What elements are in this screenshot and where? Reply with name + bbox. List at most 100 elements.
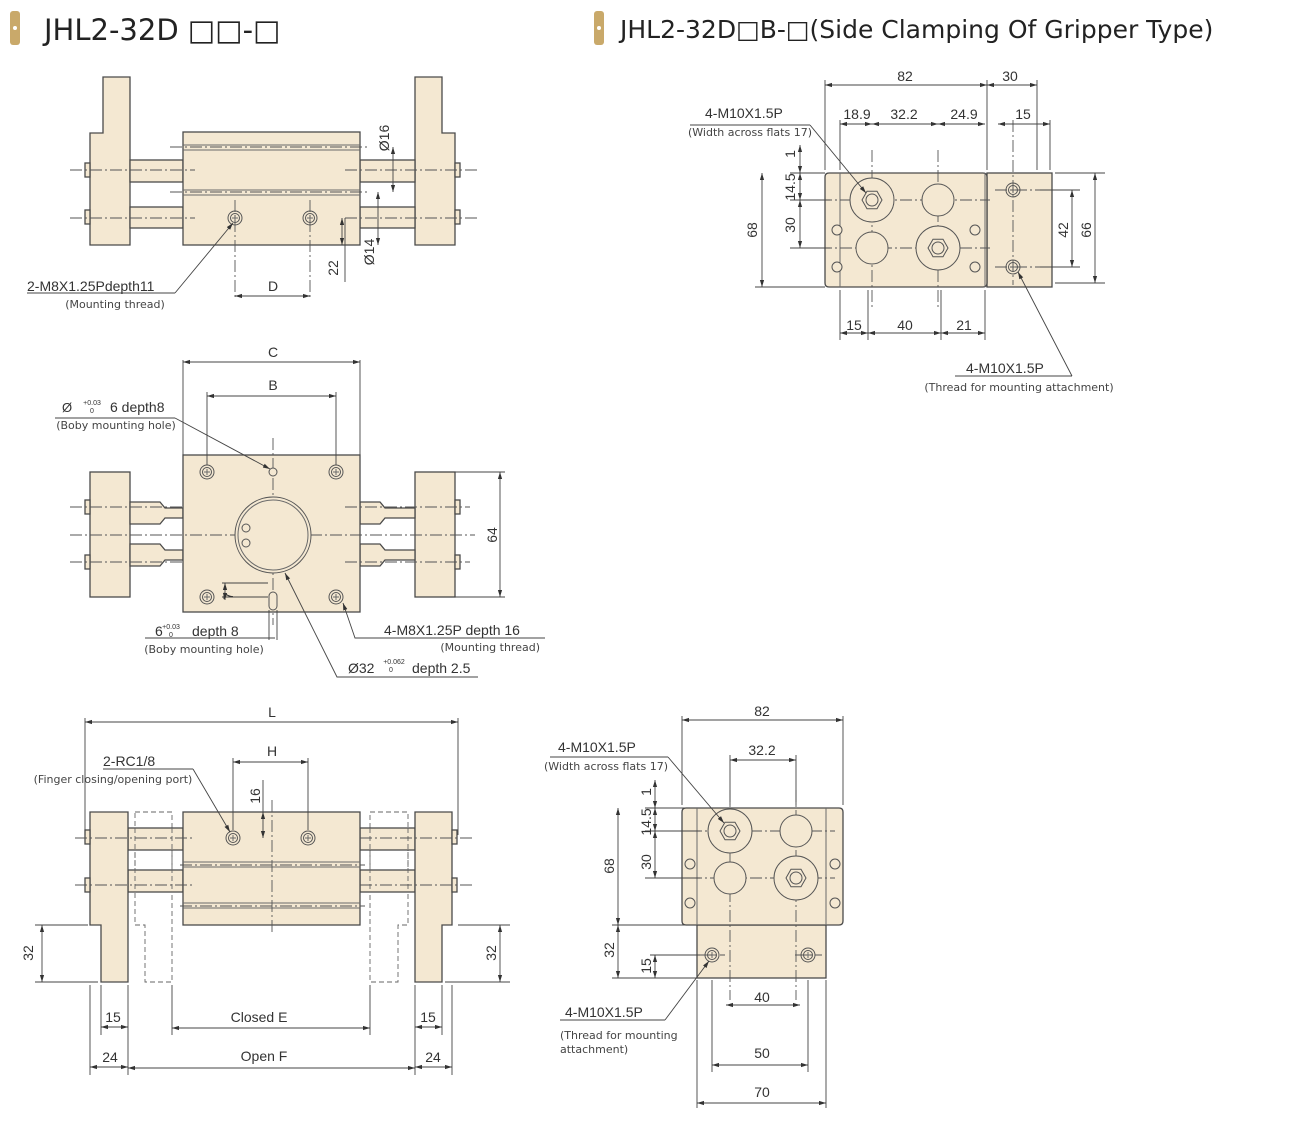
upper-rod — [127, 827, 184, 851]
port-plug — [713, 861, 747, 895]
closed-e-label: Closed E — [231, 1009, 288, 1025]
bore-prefix: Ø32 — [348, 660, 375, 676]
rod-end-nut — [84, 829, 91, 845]
bore-notch — [241, 538, 251, 548]
dim-82: 82 — [754, 703, 770, 719]
upper-rod — [359, 827, 416, 851]
bore-notch — [241, 523, 251, 533]
mounting-thread-leader — [342, 602, 545, 639]
rod-end-nut — [451, 829, 458, 845]
thread-leader — [664, 960, 710, 1021]
thread-label: 2-M8X1.25Pdepth11 — [27, 278, 155, 294]
dim-24-right: 24 — [425, 1049, 441, 1065]
dim-50: 50 — [754, 1045, 770, 1061]
lower-rod — [359, 869, 416, 893]
tolerance-upper: +0.03 — [162, 624, 180, 631]
dim-d16: Ø16 — [376, 125, 392, 152]
port-plug — [779, 814, 813, 848]
dim-70: 70 — [754, 1084, 770, 1100]
lower-rod — [127, 869, 184, 893]
title-right-text: JHL2-32D□B-□(Side Clamping Of Gripper Ty… — [618, 15, 1213, 44]
slot-hole-prefix: 6 — [155, 623, 163, 639]
dim-15-right: 15 — [420, 1009, 436, 1025]
port-note: (Finger closing/opening port) — [34, 773, 193, 786]
dim-l: L — [268, 704, 276, 720]
port-leader — [809, 124, 867, 194]
bore-value: depth 2.5 — [412, 660, 471, 676]
pin-hole — [268, 467, 278, 477]
title-right: JHL2-32D□B-□(Side Clamping Of Gripper Ty… — [594, 11, 1213, 45]
rod-end-nut — [84, 209, 91, 225]
dim-68: 68 — [744, 222, 760, 238]
pin-hole-note: (Boby mounting hole) — [56, 419, 176, 432]
mounting-thread-note: (Mounting thread) — [440, 641, 540, 654]
pin-hole-value: 6 depth8 — [110, 399, 165, 415]
dim-15: 15 — [638, 958, 654, 974]
dim-42: 42 — [1055, 222, 1071, 238]
port-label: 2-RC1/8 — [103, 753, 155, 769]
pin-hole-prefix: Ø — [62, 400, 72, 415]
center-bore-inner — [237, 499, 309, 571]
fitting-bore — [931, 241, 945, 255]
fitting-bore — [789, 871, 803, 885]
lower-rod — [359, 206, 416, 229]
lower-rod — [359, 543, 416, 567]
gripper-body — [824, 172, 988, 288]
dim-64: 64 — [484, 527, 500, 543]
dim-40: 40 — [754, 989, 770, 1005]
thread-note: (Thread for mounting — [560, 1029, 678, 1042]
port-note: (Width across flats 17) — [688, 126, 812, 139]
thread-note: (Thread for mounting attachment) — [924, 381, 1113, 394]
dim-15-left: 15 — [105, 1009, 121, 1025]
dim-h: H — [267, 743, 277, 759]
dim-18-9: 18.9 — [843, 106, 870, 122]
left-finger — [89, 471, 131, 598]
dim-d14: Ø14 — [361, 239, 377, 266]
side-notch — [831, 224, 843, 236]
tolerance-lower: 0 — [90, 408, 94, 415]
side-notch — [829, 858, 841, 870]
mounting-thread-label: 4-M8X1.25P depth 16 — [384, 622, 520, 638]
dim-15-top: 15 — [1015, 106, 1031, 122]
gripper-body — [681, 807, 844, 926]
side-notch — [969, 224, 981, 236]
upper-rod — [129, 159, 184, 183]
port-leader — [667, 756, 725, 824]
dim-66: 66 — [1078, 222, 1094, 238]
dim-32-right: 32 — [483, 945, 499, 961]
port-label: 4-M10X1.5P — [705, 105, 783, 121]
dim-30-vertical: 30 — [638, 854, 654, 870]
port-label: 4-M10X1.5P — [558, 739, 636, 755]
dim-b: B — [268, 377, 277, 393]
dim-1: 1 — [782, 150, 798, 158]
thread-leader — [174, 222, 234, 294]
dim-68: 68 — [601, 858, 617, 874]
side-notch — [831, 261, 843, 273]
side-notch — [684, 858, 696, 870]
dim-32-left: 32 — [20, 945, 36, 961]
dim-30: 30 — [1002, 68, 1018, 84]
dim-21: 21 — [956, 317, 972, 333]
rod-end-nut — [454, 209, 461, 225]
tolerance-lower: 0 — [389, 667, 393, 674]
dim-24-left: 24 — [102, 1049, 118, 1065]
closed-finger-ghost — [369, 811, 409, 983]
gripper-body — [182, 131, 361, 246]
left-finger — [89, 76, 131, 246]
thread-leader — [1017, 271, 1073, 377]
upper-rod — [129, 501, 184, 525]
bore-leader — [284, 572, 478, 678]
right-finger — [414, 76, 456, 246]
dim-82: 82 — [897, 68, 913, 84]
dim-32-2: 32.2 — [890, 106, 917, 122]
dim-30-vertical: 30 — [782, 217, 798, 233]
port-leader — [192, 768, 231, 833]
slot-hole-note: (Boby mounting hole) — [144, 643, 264, 656]
dim-14-5: 14.5 — [782, 173, 798, 200]
upper-rod — [359, 501, 416, 525]
port-plug — [855, 231, 889, 265]
closed-finger-ghost — [134, 811, 173, 983]
title-left: JHL2-32D □□-□ — [10, 11, 281, 47]
tolerance-lower: 0 — [169, 632, 173, 639]
dim-d: D — [268, 278, 278, 294]
